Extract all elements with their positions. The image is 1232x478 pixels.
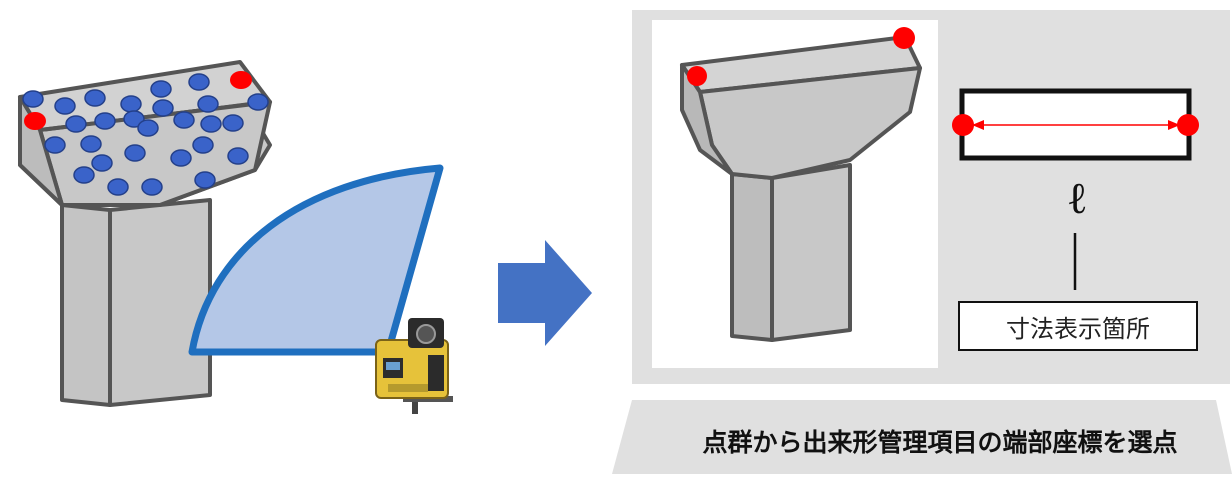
selected-pier [680, 27, 922, 342]
point-cloud [22, 71, 269, 196]
caption-text: 点群から出来形管理項目の端部座標を選点 [702, 428, 1178, 457]
right-arrow-icon [498, 240, 592, 346]
endpoint-marker [952, 114, 974, 136]
dimension-label: 寸法表示箇所 [958, 301, 1198, 351]
endpoint-marker [1177, 114, 1199, 136]
endpoint-marker [893, 27, 915, 49]
total-station-scanner-icon [375, 318, 453, 414]
scan-range-sector [188, 164, 444, 356]
caption-band [612, 400, 1232, 474]
endpoint-marker [687, 66, 707, 86]
length-symbol: ℓ [1066, 172, 1088, 224]
